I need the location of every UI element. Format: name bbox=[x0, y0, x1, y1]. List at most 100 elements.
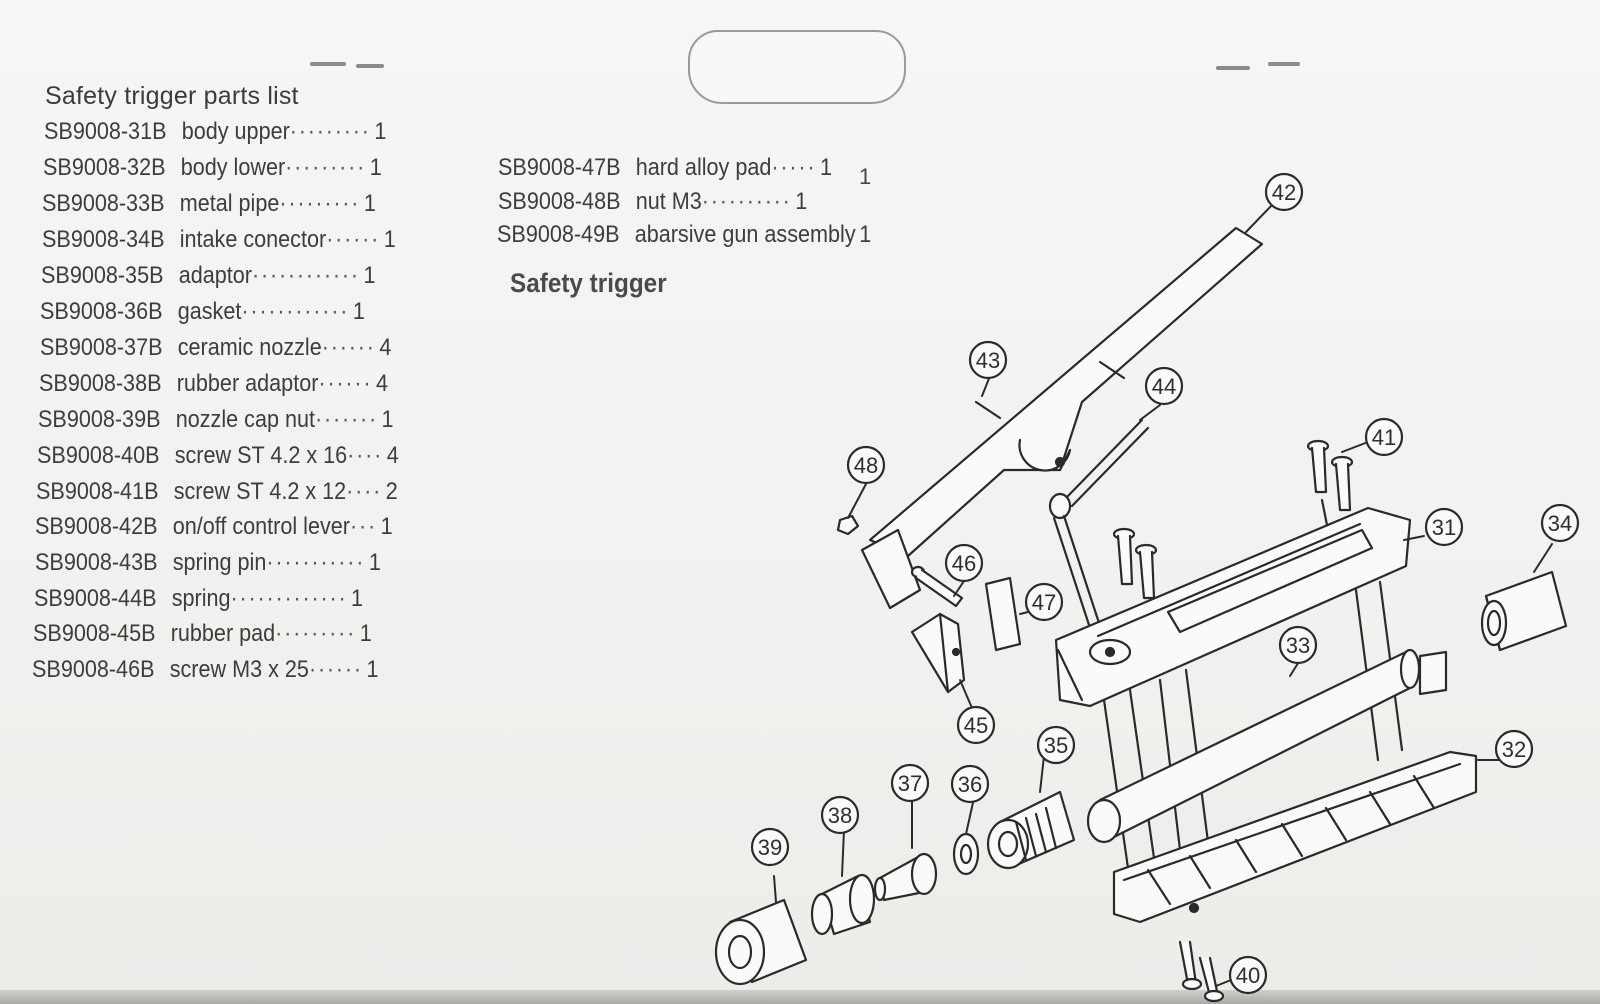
callout-label: 39 bbox=[758, 835, 782, 860]
part-quantity: 2 bbox=[385, 478, 398, 505]
part-quantity: 1 bbox=[383, 226, 396, 253]
part-name: nozzle cap nut bbox=[175, 406, 316, 433]
parts-list-row: SB9008-34B intake conector······1 bbox=[42, 226, 396, 256]
perforation-mark bbox=[1216, 66, 1250, 70]
spring-pin-part bbox=[974, 400, 1002, 420]
part-quantity: 1 bbox=[368, 549, 381, 576]
leader-dots: ········· bbox=[279, 190, 361, 217]
hang-hole bbox=[688, 30, 906, 104]
callout-label: 44 bbox=[1152, 374, 1176, 399]
part-name: ceramic nozzle bbox=[177, 334, 322, 361]
rubber-pad-part bbox=[910, 612, 966, 694]
leader-dots: ······ bbox=[318, 370, 373, 397]
leader-dots: ······· bbox=[315, 406, 378, 433]
part-code: SB9008-33B bbox=[42, 190, 165, 217]
part-name: on/off control lever bbox=[172, 513, 351, 540]
perforation-mark bbox=[356, 64, 384, 68]
callout-label: 47 bbox=[1032, 590, 1056, 615]
callout-label: 37 bbox=[898, 771, 922, 796]
callout-38: 38 bbox=[820, 795, 860, 835]
part-code: SB9008-45B bbox=[33, 620, 156, 647]
callout-label: 33 bbox=[1286, 633, 1310, 658]
callout-circle bbox=[1540, 503, 1580, 543]
part-name: rubber adaptor bbox=[176, 370, 319, 397]
callout-label: 31 bbox=[1432, 515, 1456, 540]
callout-39: 39 bbox=[750, 827, 790, 867]
part-name: intake conector bbox=[179, 226, 327, 253]
leader-dots: ········· bbox=[289, 118, 371, 145]
parts-list-row: SB9008-32B body lower·········1 bbox=[43, 154, 382, 184]
metal-pipe-part bbox=[1086, 648, 1448, 844]
callout-43: 43 bbox=[968, 340, 1008, 380]
parts-list-row: SB9008-37B ceramic nozzle······4 bbox=[40, 334, 391, 364]
part-quantity: 1 bbox=[366, 656, 379, 683]
control-lever-part bbox=[860, 226, 1264, 610]
part-name: body lower bbox=[180, 154, 286, 181]
part-quantity: 4 bbox=[379, 334, 392, 361]
callout-31: 31 bbox=[1424, 507, 1464, 547]
callout-circle bbox=[750, 827, 790, 867]
leader-dots: ········· bbox=[275, 620, 357, 647]
callout-label: 46 bbox=[952, 551, 976, 576]
part-name: screw M3 x 25 bbox=[169, 656, 309, 683]
callout-label: 42 bbox=[1272, 180, 1296, 205]
part-name: spring pin bbox=[172, 549, 267, 576]
part-code: SB9008-40B bbox=[37, 442, 160, 469]
callout-circle bbox=[1424, 507, 1464, 547]
callout-circle bbox=[846, 445, 886, 485]
leader-dots: ·········· bbox=[701, 188, 792, 215]
callout-32: 32 bbox=[1494, 729, 1534, 769]
leader-dots: ···· bbox=[347, 442, 384, 469]
part-code: SB9008-32B bbox=[43, 154, 166, 181]
callout-circle bbox=[1364, 417, 1404, 457]
intake-connector-part bbox=[1480, 570, 1568, 652]
part-quantity: 1 bbox=[380, 513, 393, 540]
part-code: SB9008-46B bbox=[32, 656, 155, 683]
part-quantity: 1 bbox=[819, 154, 832, 181]
callout-label: 36 bbox=[958, 772, 982, 797]
leader-dots: ············ bbox=[251, 262, 360, 289]
spring-part bbox=[1048, 418, 1150, 630]
leader-dots: ··········· bbox=[266, 549, 366, 576]
leader-dots: ······ bbox=[326, 226, 381, 253]
callout-37: 37 bbox=[890, 763, 930, 803]
rubber-adaptor-part bbox=[810, 873, 876, 936]
callout-label: 35 bbox=[1044, 733, 1068, 758]
adaptor-part bbox=[986, 790, 1076, 870]
callout-44: 44 bbox=[1144, 366, 1184, 406]
leader-dots: ······ bbox=[321, 334, 376, 361]
callout-48: 48 bbox=[846, 445, 886, 485]
nozzle-cap-nut-part bbox=[714, 898, 808, 986]
part-quantity: 1 bbox=[369, 154, 382, 181]
part-code: SB9008-31B bbox=[44, 118, 167, 145]
leader-dots: ········· bbox=[285, 154, 367, 181]
callout-circle bbox=[1036, 725, 1076, 765]
part-name: nut M3 bbox=[635, 188, 702, 215]
part-code: SB9008-34B bbox=[42, 226, 165, 253]
callout-42: 42 bbox=[1264, 172, 1304, 212]
callout-label: 48 bbox=[854, 453, 878, 478]
part-code: SB9008-36B bbox=[40, 298, 163, 325]
callout-circle bbox=[890, 763, 930, 803]
callout-circle bbox=[1278, 625, 1318, 665]
parts-list-title: Safety trigger parts list bbox=[45, 82, 299, 110]
part-code: SB9008-37B bbox=[40, 334, 163, 361]
callout-41: 41 bbox=[1364, 417, 1404, 457]
part-code: SB9008-47B bbox=[498, 154, 621, 181]
part-name: abarsive gun assembly bbox=[634, 221, 856, 248]
part-code: SB9008-35B bbox=[41, 262, 164, 289]
callout-34: 34 bbox=[1540, 503, 1580, 543]
callout-label: 34 bbox=[1548, 511, 1572, 536]
body-lower-part bbox=[1112, 750, 1478, 924]
stray-quantity-mark: 1 bbox=[859, 164, 872, 189]
callout-label: 32 bbox=[1502, 737, 1526, 762]
callout-circle bbox=[1228, 955, 1268, 995]
screws-41-part bbox=[1306, 439, 1354, 542]
